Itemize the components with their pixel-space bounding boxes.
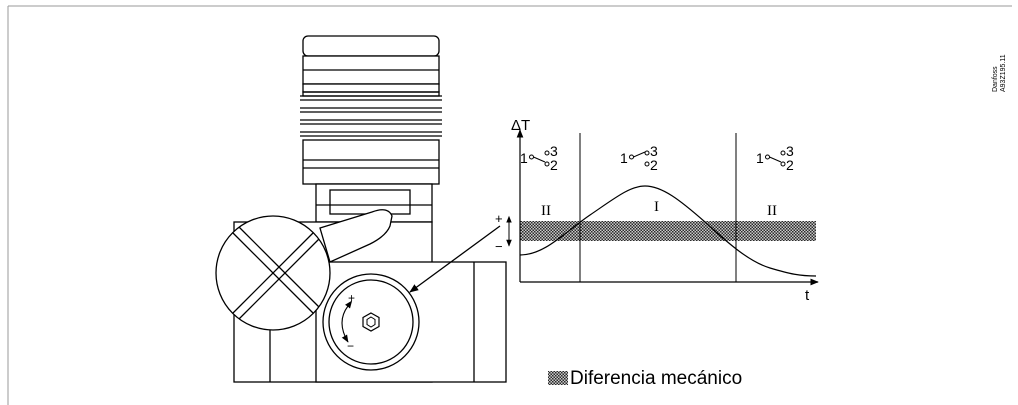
drawing-code-ref: A93Z195.11 bbox=[1000, 54, 1007, 92]
switch-symbol-3 bbox=[765, 150, 786, 167]
switch-3-common: 1 bbox=[756, 150, 764, 166]
switch-labels-1: 1 3 2 bbox=[520, 144, 580, 178]
switch-2-lower: 2 bbox=[650, 157, 658, 173]
sensor-cap-top bbox=[302, 35, 440, 57]
differential-band bbox=[520, 221, 816, 241]
thermostat-drawing bbox=[215, 35, 507, 383]
dial-minus: − bbox=[347, 339, 355, 353]
legend-swatch bbox=[548, 371, 568, 385]
switch-1-common: 1 bbox=[520, 150, 528, 166]
drawing-code-brand: Danfoss bbox=[992, 66, 999, 92]
y-axis-label: ΔT bbox=[511, 117, 531, 134]
page-frame bbox=[7, 5, 1012, 405]
pointer-arrow bbox=[409, 225, 501, 293]
switch-labels-3: 1 3 2 bbox=[756, 144, 816, 178]
drawing-code: Danfoss A93Z195.11 bbox=[992, 54, 1008, 92]
lever-arm bbox=[319, 209, 393, 263]
differential-minus: − bbox=[495, 239, 503, 254]
graph bbox=[506, 129, 819, 286]
zone-label-1: II bbox=[541, 203, 551, 219]
differential-plus: + bbox=[495, 211, 503, 226]
dial-plus: + bbox=[348, 291, 356, 305]
switch-symbols bbox=[529, 150, 786, 167]
switch-2-upper: 3 bbox=[650, 143, 658, 159]
legend-text: Diferencia mecánico bbox=[570, 368, 743, 389]
switch-3-lower: 2 bbox=[786, 157, 794, 173]
switch-3-upper: 3 bbox=[786, 143, 794, 159]
switch-symbol-1 bbox=[529, 150, 550, 167]
switch-1-lower: 2 bbox=[550, 157, 558, 173]
zone-label-2: I bbox=[654, 199, 659, 215]
bellows bbox=[300, 83, 442, 185]
switch-1-upper: 3 bbox=[550, 143, 558, 159]
x-axis-label: t bbox=[805, 287, 810, 304]
switch-2-common: 1 bbox=[620, 150, 628, 166]
adjustment-dial bbox=[322, 273, 420, 371]
zone-label-3: II bbox=[767, 203, 777, 219]
knob bbox=[215, 215, 331, 331]
temperature-curve bbox=[519, 185, 817, 277]
switch-symbol-2 bbox=[629, 150, 650, 167]
switch-labels-2: 1 3 2 bbox=[620, 144, 680, 178]
